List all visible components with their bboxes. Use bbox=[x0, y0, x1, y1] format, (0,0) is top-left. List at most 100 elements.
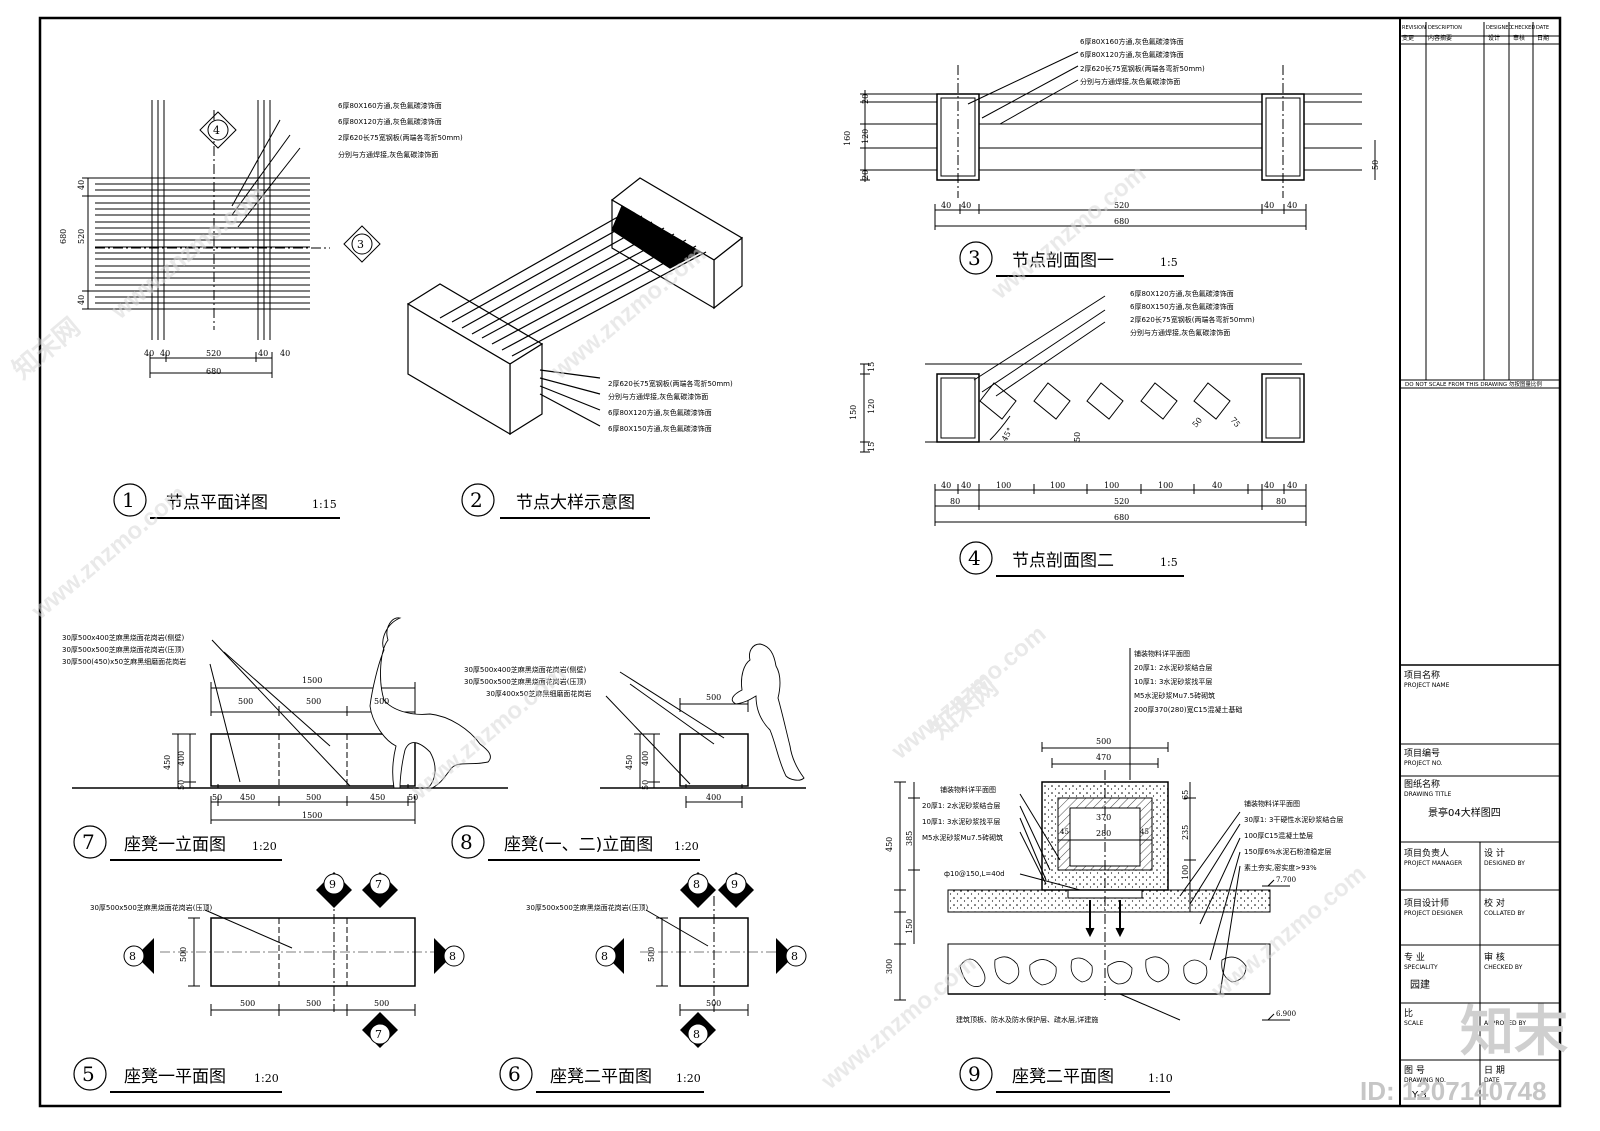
tb-collated-cn: 校 对 bbox=[1484, 897, 1505, 909]
tb-designed-by-cn: 设 计 bbox=[1484, 847, 1505, 859]
marker-8-v5-right[interactable]: 8 bbox=[434, 938, 465, 974]
v8-dim-400v: 400 bbox=[641, 751, 650, 766]
v4-note-a: 6厚80X120方通,灰色氟碳漆饰面 bbox=[1130, 289, 1234, 298]
v9-note-a: 铺装物料详平面图 bbox=[1134, 649, 1190, 658]
view-8-number: 8 bbox=[460, 830, 473, 854]
v9-right-2: 30厚1: 3干硬性水泥砂浆结合层 bbox=[1244, 815, 1343, 824]
view5-plan bbox=[160, 896, 440, 1016]
v7-dim-500b: 500 bbox=[306, 697, 321, 706]
v9-bottom-note: 建筑顶板、防水及防水保护层、疏水层,详建施 bbox=[956, 1015, 1098, 1024]
tb-do-not-scale: DO NOT SCALE FROM THIS DRAWING 勿按图量比例 bbox=[1405, 380, 1542, 388]
v4-dim-75: 75 bbox=[1228, 416, 1241, 430]
view-7-scale: 1:20 bbox=[252, 840, 277, 853]
v7-dim-50v: 50 bbox=[177, 780, 186, 790]
marker-8-v6-bottom[interactable]: 8 bbox=[680, 1012, 716, 1048]
watermark-site-3: www.znzmo.com bbox=[986, 160, 1152, 305]
v7-dim-500a: 500 bbox=[238, 697, 253, 706]
v1-dim-520b: 520 bbox=[206, 349, 221, 358]
v3-dim-40a: 40 bbox=[941, 201, 951, 210]
v7-dim-500d: 500 bbox=[306, 793, 321, 802]
v8-note-stone2: 30厚500x500芝麻黑烧面花岗岩(压顶) bbox=[464, 677, 587, 686]
view-1-number: 1 bbox=[122, 488, 135, 512]
v9-level-2: 6.900 bbox=[1276, 1010, 1296, 1018]
view-5-number: 5 bbox=[82, 1062, 95, 1086]
v5-dim-500b: 500 bbox=[306, 999, 321, 1008]
v7-dim-50a: 50 bbox=[212, 793, 222, 802]
tb-drawing-title-cn: 图纸名称 bbox=[1404, 778, 1440, 790]
tb-description-cn: 内容摘要 bbox=[1428, 34, 1452, 42]
v7-dim-1500b: 1500 bbox=[302, 811, 322, 820]
view-3-scale: 1:5 bbox=[1160, 256, 1178, 269]
marker-9-v6-top[interactable]: 9 bbox=[718, 872, 754, 908]
marker-9-v5[interactable]: 9 bbox=[316, 872, 352, 908]
v1-dim-40a: 40 bbox=[77, 180, 86, 190]
v7-dim-450a: 450 bbox=[240, 793, 255, 802]
tb-pm-cn: 项目负责人 bbox=[1404, 847, 1449, 859]
tb-description: DESCRIPTION bbox=[1428, 25, 1462, 31]
v2-note-b: 分别与方通焊接,灰色氟碳漆饰面 bbox=[608, 392, 708, 401]
tb-revision-cn: 变更 bbox=[1402, 34, 1414, 42]
tb-date-cn: 日期 bbox=[1537, 34, 1549, 42]
v1-dim-40f: 40 bbox=[280, 349, 290, 358]
v4-dim-80b: 80 bbox=[1276, 497, 1286, 506]
v3-dim-120: 120 bbox=[861, 129, 870, 144]
v7-note-stone2: 30厚500x500芝麻黑烧面花岗岩(压顶) bbox=[62, 645, 185, 654]
marker-8-v6-top[interactable]: 8 bbox=[680, 872, 716, 908]
tb-collated-en: COLLATED BY bbox=[1484, 910, 1525, 917]
v9-dim-450: 450 bbox=[885, 837, 894, 852]
marker-7-v5-bottom-label: 7 bbox=[375, 1028, 382, 1041]
view-4-scale: 1:5 bbox=[1160, 556, 1178, 569]
marker-8-v6-left[interactable]: 8 bbox=[595, 938, 624, 974]
section-marker-4[interactable]: 4 bbox=[199, 111, 237, 149]
tb-approved-en: APPROVED BY bbox=[1484, 1020, 1526, 1027]
v4-dim-100b: 100 bbox=[1050, 481, 1065, 490]
v4-note-d: 分别与方通焊接,灰色氟碳漆饰面 bbox=[1130, 328, 1230, 337]
tb-drawing-no-cn: 图 号 bbox=[1404, 1065, 1425, 1076]
marker-7-v5-bottom[interactable]: 7 bbox=[362, 1012, 398, 1048]
tb-designed: DESIGNED bbox=[1486, 25, 1512, 31]
v4-dim-520: 520 bbox=[1114, 497, 1129, 506]
v9-right-3: 100厚C15混凝土垫层 bbox=[1244, 831, 1313, 840]
marker-7-v5-top-label: 7 bbox=[375, 878, 382, 891]
v2-note-a: 2厚620长75宽钢板(两端各弯折50mm) bbox=[608, 379, 733, 388]
v5-dim-500c: 500 bbox=[374, 999, 389, 1008]
v4-dim-50b: 50 bbox=[1191, 416, 1204, 430]
tb-revision: REVISION bbox=[1402, 25, 1426, 31]
title-block-text: REVISION 变更 DESCRIPTION 内容摘要 DESIGNED 设计… bbox=[1402, 25, 1549, 1101]
marker-8-v6-left-label: 8 bbox=[601, 950, 608, 963]
v1-note-plate-b: 分别与方通焊接,灰色氟碳漆饰面 bbox=[338, 150, 438, 159]
v1-dim-40d: 40 bbox=[160, 349, 170, 358]
marker-8-v5-left[interactable]: 8 bbox=[123, 938, 154, 974]
v9-left-1: 铺装物料详平面图 bbox=[940, 785, 996, 794]
view-9-title: 座凳二平面图 bbox=[1012, 1067, 1114, 1087]
view-3-number: 3 bbox=[968, 246, 981, 270]
view-2-title: 节点大样示意图 bbox=[516, 493, 635, 513]
view-3-title: 节点剖面图一 bbox=[1012, 251, 1114, 271]
tb-date2-cn: 日 期 bbox=[1484, 1065, 1505, 1076]
v4-dim-45deg: 45° bbox=[1000, 426, 1015, 443]
tb-designed-cn: 设计 bbox=[1488, 34, 1500, 42]
v3-dim-40d: 40 bbox=[1287, 201, 1297, 210]
tb-drawing-no-en: DRAWING NO. bbox=[1404, 1077, 1446, 1084]
tb-drawing-no-value: Y-3 bbox=[1411, 1090, 1427, 1101]
tb-checked-by-cn: 审 核 bbox=[1484, 951, 1505, 963]
marker-7-v5-top[interactable]: 7 bbox=[362, 872, 398, 908]
tb-drawing-title-en: DRAWING TITLE bbox=[1404, 791, 1452, 798]
v5-dim-500a: 500 bbox=[240, 999, 255, 1008]
marker-8-v6-right[interactable]: 8 bbox=[776, 938, 807, 974]
v9-note-b: 20厚1: 2水泥砂浆结合层 bbox=[1134, 663, 1212, 672]
section-marker-3[interactable]: 3 bbox=[343, 225, 381, 263]
view-title-9: 9 座凳二平面图 1:10 bbox=[959, 1057, 1173, 1093]
v9-dim-150: 150 bbox=[905, 919, 914, 934]
v9-note-e: 200厚370(280)宽C15混凝土基础 bbox=[1134, 705, 1242, 714]
marker-4-label: 4 bbox=[213, 124, 220, 137]
tb-speciality-en: SPECIALITY bbox=[1404, 964, 1438, 971]
view-9-number: 9 bbox=[968, 1062, 981, 1086]
v3-dim-40b: 40 bbox=[961, 201, 971, 210]
tb-scale-cn: 比 bbox=[1404, 1007, 1413, 1019]
v9-note-d: M5水泥砂浆Mu7.5砖砌筑 bbox=[1134, 691, 1215, 700]
v7-note-stone3: 30厚500(450)x50芝麻黑细磨面花岗岩 bbox=[62, 657, 186, 666]
v8-dim-400: 400 bbox=[706, 793, 721, 802]
view7-elevation bbox=[72, 617, 508, 824]
tb-date2-en: DATE bbox=[1484, 1077, 1500, 1084]
